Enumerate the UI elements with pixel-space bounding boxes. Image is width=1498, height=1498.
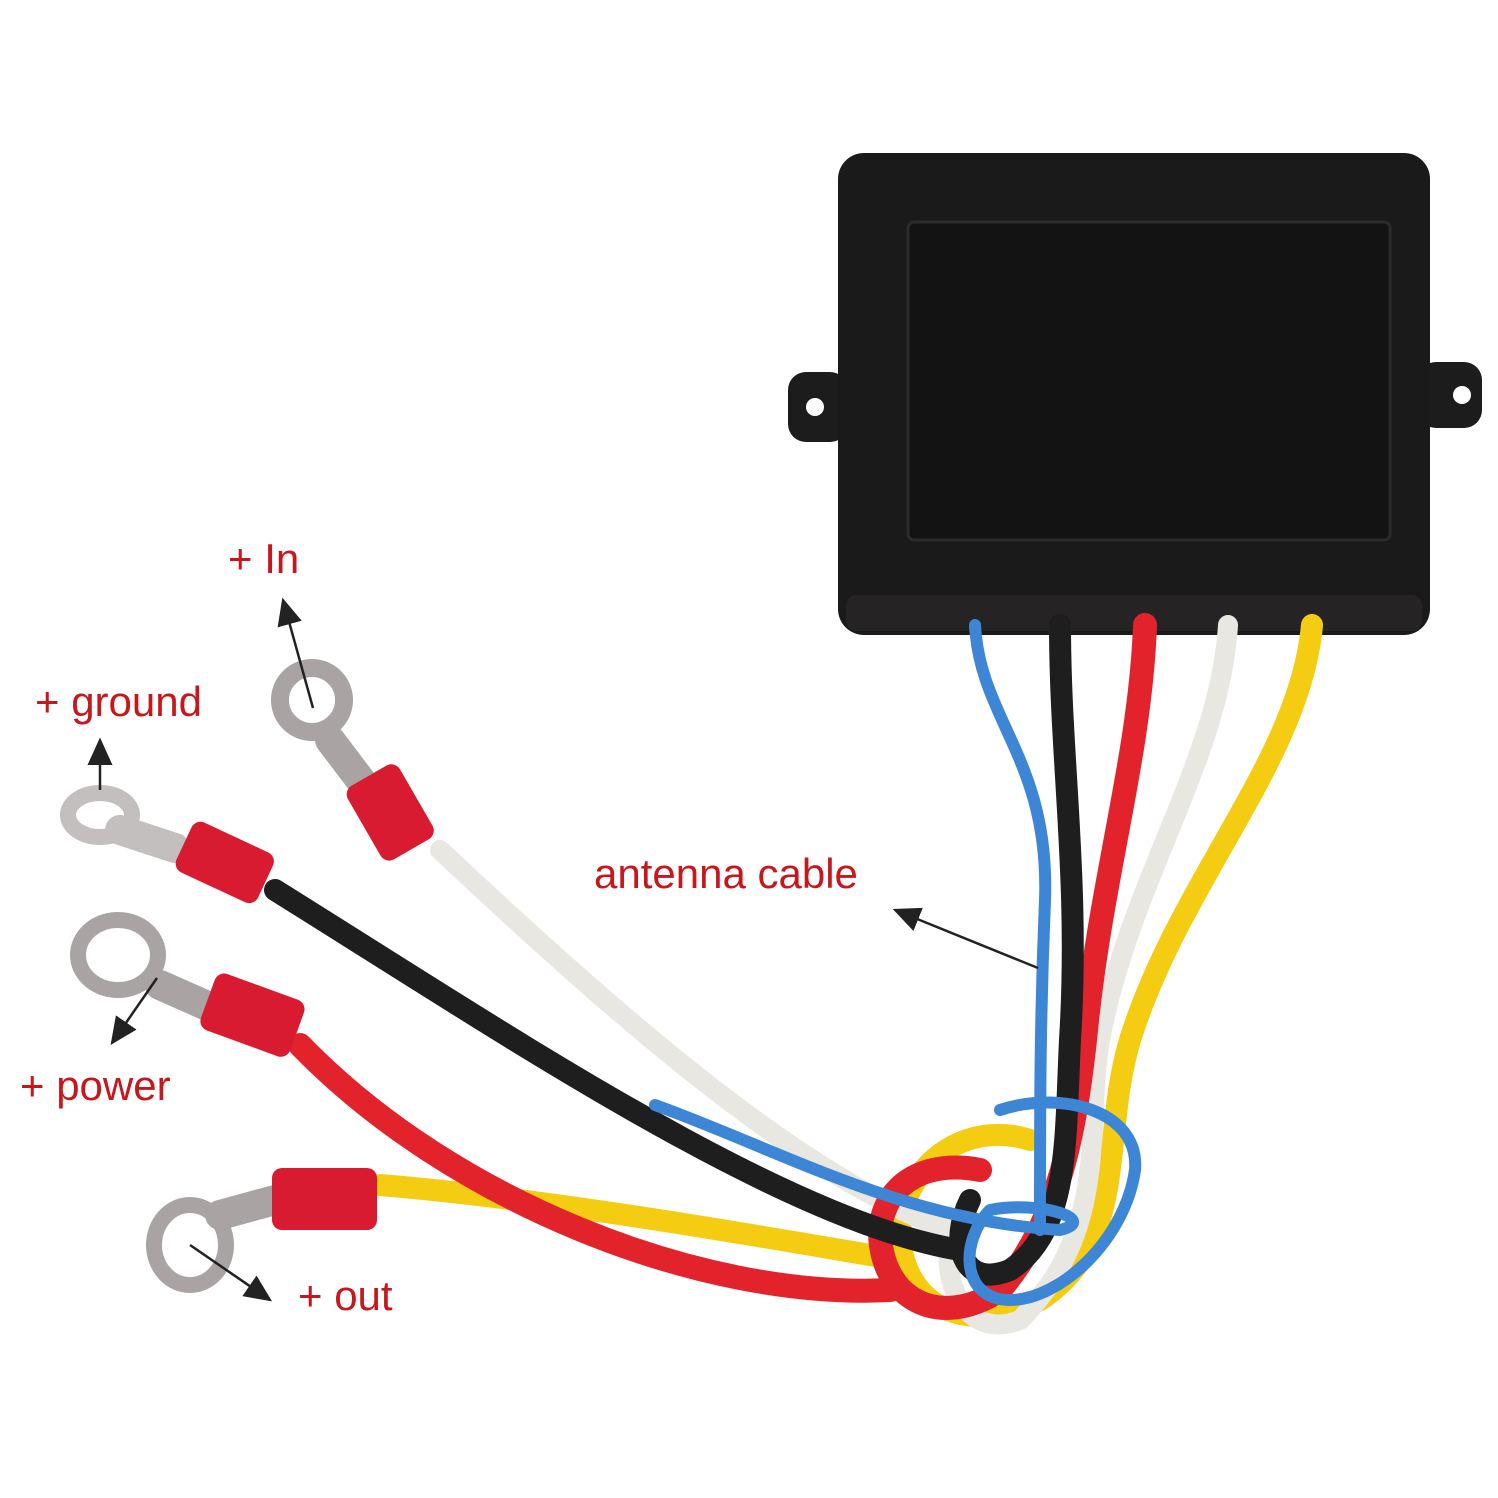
- arrow-antenna: [892, 907, 1039, 970]
- label-power: + power: [20, 1062, 171, 1109]
- wire-bundle: [264, 613, 1323, 1335]
- arrow-in: [277, 597, 315, 709]
- terminal-power: [70, 912, 305, 1057]
- arrow-out: [189, 1243, 273, 1302]
- label-antenna-cable: antenna cable: [594, 850, 858, 897]
- terminal-in: [271, 659, 434, 861]
- terminal-out: [146, 1168, 377, 1293]
- receiver-box: [788, 153, 1482, 635]
- label-arrows: [87, 597, 1039, 1302]
- terminal-ground: [60, 785, 274, 904]
- arrow-power: [110, 977, 159, 1046]
- label-out: + out: [298, 1272, 393, 1319]
- label-in: + In: [228, 535, 299, 582]
- label-ground: + ground: [35, 678, 202, 725]
